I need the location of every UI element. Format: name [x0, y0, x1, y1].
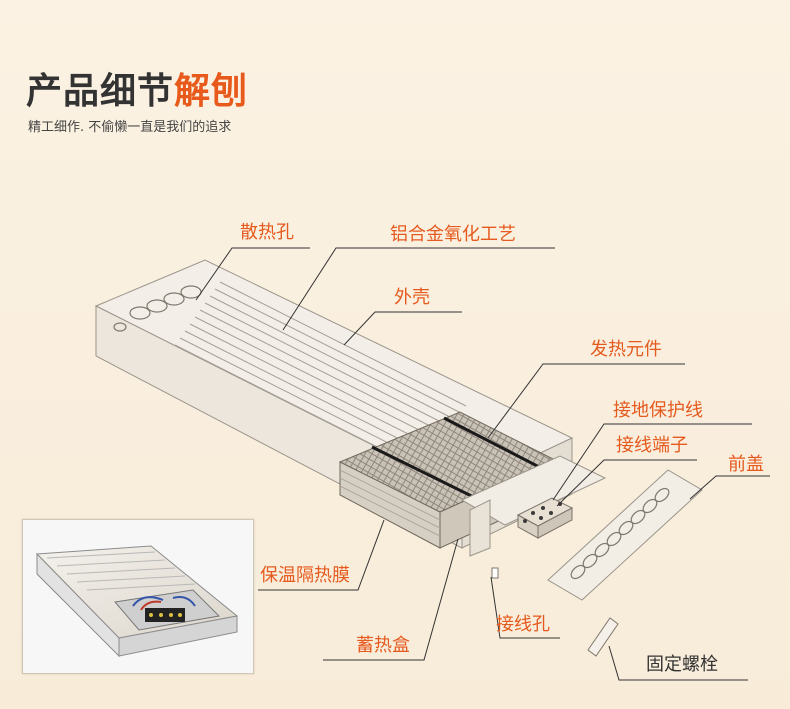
label-front-cover: 前盖 [728, 454, 764, 475]
label-heat-storage-box: 蓄热盒 [356, 635, 410, 656]
leader-lines [195, 247, 770, 681]
aluminum-ribs [174, 281, 467, 470]
title-accent: 解刨 [174, 71, 249, 112]
wire-hole-grommet [491, 567, 499, 579]
end-channel [460, 455, 607, 557]
label-ground-wire: 接地保护线 [613, 400, 703, 421]
product-photo [22, 519, 254, 674]
page-subtitle: 精工细作. 不偷懒一直是我们的追求 [28, 120, 232, 135]
label-fixing-bolt: 固定螺栓 [646, 654, 718, 675]
label-vent-holes: 散热孔 [240, 222, 294, 243]
label-wire-hole: 接线孔 [496, 614, 550, 635]
front-cover-plate [547, 469, 703, 601]
product-photo-drawing [23, 520, 253, 673]
fixing-bolt [587, 617, 619, 657]
label-shell: 外壳 [394, 287, 430, 308]
label-insulation-film: 保温隔热膜 [260, 565, 350, 586]
label-aluminum-oxidation: 铝合金氧化工艺 [390, 224, 516, 245]
title-main: 产品细节 [26, 71, 175, 112]
label-terminal: 接线端子 [616, 435, 688, 456]
page-title: 产品细节解刨 [26, 62, 248, 114]
label-heating-element: 发热元件 [590, 339, 662, 360]
